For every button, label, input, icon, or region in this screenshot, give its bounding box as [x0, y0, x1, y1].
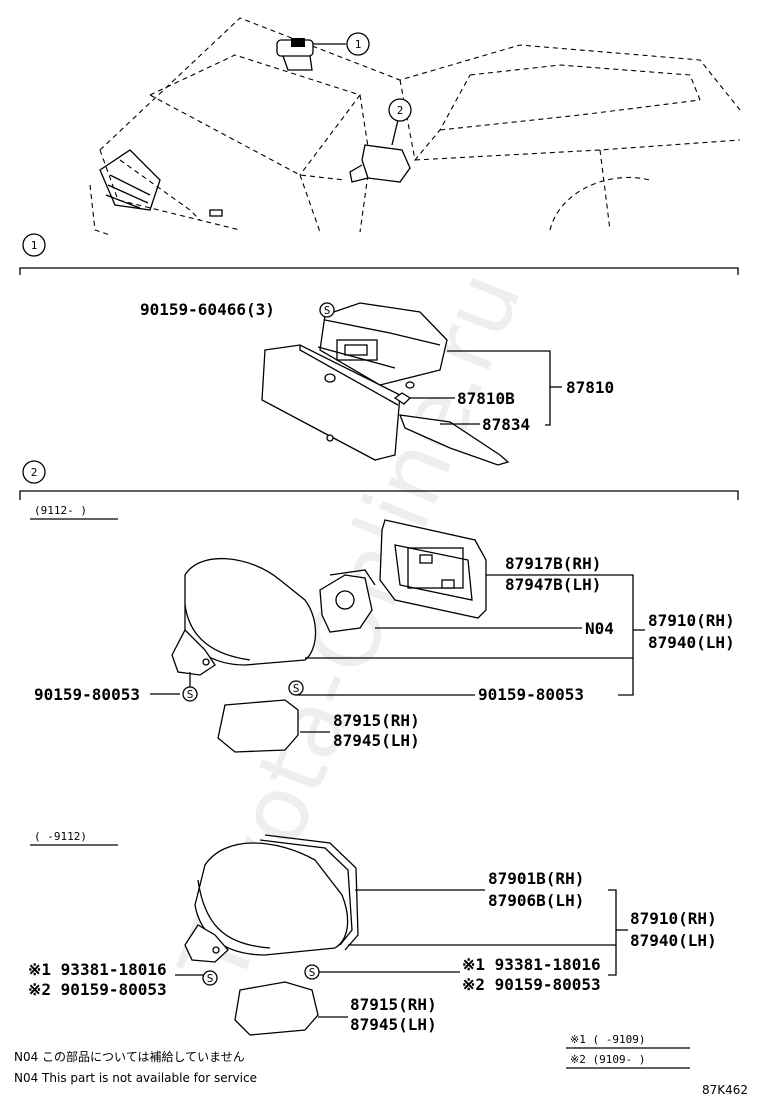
label-screw-left-2a: 90159-80053: [34, 685, 140, 704]
screw-right-2b: S: [304, 964, 320, 980]
label-N04: N04: [585, 619, 614, 638]
svg-text:1: 1: [31, 239, 38, 252]
label-87940-b: 87940(LH): [630, 931, 717, 950]
outside-mirror-new-drawing: [171, 519, 487, 753]
leaders-2a: [150, 574, 645, 733]
svg-text:S: S: [324, 304, 331, 317]
label-87945-a: 87945(LH): [333, 731, 420, 750]
vehicle-overview: [89, 17, 741, 236]
label-right-screw1-2b: ※1 93381-18016: [462, 955, 601, 974]
callout-1: 1: [313, 32, 370, 56]
svg-text:2: 2: [31, 466, 38, 479]
label-87810B: 87810B: [457, 389, 515, 408]
label-87901B: 87901B(RH): [488, 869, 584, 888]
label-left-screw2-2b: ※2 90159-80053: [28, 980, 167, 999]
label-87915-b: 87915(RH): [350, 995, 437, 1014]
screw-right-2a: S: [288, 680, 304, 696]
screw-left-2b: S: [202, 970, 218, 986]
section-1-header: 1: [19, 233, 739, 275]
label-87834: 87834: [482, 415, 530, 434]
leaders-2b: [175, 889, 628, 1018]
label-87915-a: 87915(RH): [333, 711, 420, 730]
legend-1: ※1 ( -9109): [570, 1033, 645, 1046]
outside-mirror-old-drawing: [184, 834, 359, 1036]
diagram-code: 87K462: [702, 1083, 748, 1097]
label-87940-a: 87940(LH): [648, 633, 735, 652]
label-87917B: 87917B(RH): [505, 554, 601, 573]
screw-left-2a: S: [182, 672, 198, 702]
label-87947B: 87947B(LH): [505, 575, 601, 594]
label-87945-b: 87945(LH): [350, 1015, 437, 1034]
screw-90159-60466: 90159-60466(3) S: [140, 300, 335, 319]
svg-text:2: 2: [397, 104, 404, 117]
footnote-en: N04 This part is not available for servi…: [14, 1071, 257, 1085]
section-2-header: 2: [19, 460, 739, 500]
interior-mirror-drawing: [261, 302, 510, 466]
label-screw-right-2a: 90159-80053: [478, 685, 584, 704]
callout-2: 2: [388, 98, 412, 146]
label-87810: 87810: [566, 378, 614, 397]
date-range-2b: ( -9112): [34, 830, 87, 843]
svg-text:S: S: [187, 688, 194, 701]
label-87910-b: 87910(RH): [630, 909, 717, 928]
svg-text:S: S: [207, 972, 214, 985]
label-87910-a: 87910(RH): [648, 611, 735, 630]
svg-text:S: S: [293, 682, 300, 695]
label-87906B: 87906B(LH): [488, 891, 584, 910]
leader-87810: [410, 350, 562, 426]
svg-text:1: 1: [355, 38, 362, 51]
label-right-screw2-2b: ※2 90159-80053: [462, 975, 601, 994]
legend-2: ※2 (9109- ): [570, 1053, 645, 1066]
label-left-screw1-2b: ※1 93381-18016: [28, 960, 167, 979]
svg-text:90159-60466(3): 90159-60466(3): [140, 300, 275, 319]
date-range-2a: (9112- ): [34, 504, 87, 517]
footnote-jp: N04 この部品については補給していません: [14, 1049, 245, 1064]
svg-text:S: S: [309, 966, 316, 979]
